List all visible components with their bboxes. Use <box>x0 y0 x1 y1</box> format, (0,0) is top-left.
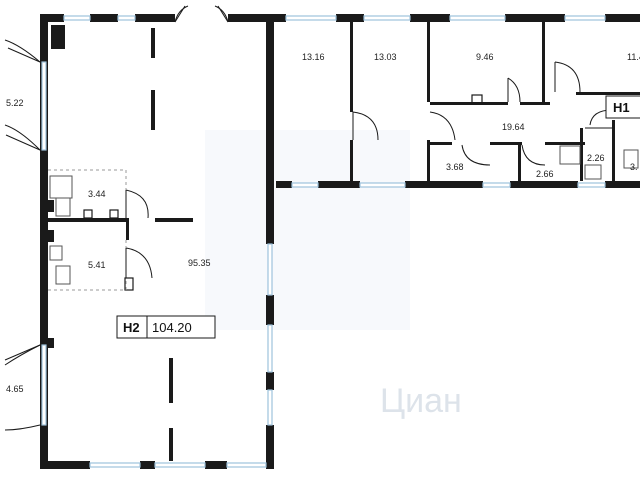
unit-h2-label: H2 <box>123 320 140 335</box>
unit-h1-label: H1 <box>613 100 630 115</box>
area-wc-b: 2.26 <box>587 153 605 163</box>
unit-h1-walls <box>276 14 640 188</box>
unit-h1-windows <box>285 15 606 188</box>
unit-h1-doors <box>352 61 613 166</box>
watermark: Циан <box>205 130 462 420</box>
unit-h2-doors <box>4 5 229 431</box>
area-wc-a: 2.66 <box>536 169 554 179</box>
area-office-3: 9.46 <box>476 52 494 62</box>
area-wc-c: 3. <box>630 162 638 172</box>
area-corridor: 19.64 <box>502 122 525 132</box>
unit-h1-tag: H1 <box>605 95 640 119</box>
area-office-4: 11.4 <box>627 52 640 62</box>
watermark-text: Циан <box>380 382 462 420</box>
unit-h2-walls <box>40 14 276 469</box>
area-office-2: 13.03 <box>374 52 397 62</box>
unit-h2-windows <box>41 15 273 468</box>
bathroom-outlines <box>48 169 127 291</box>
sanitary-fixtures-h2 <box>49 175 73 285</box>
area-bath-upper: 3.44 <box>88 189 106 199</box>
unit-h2-tag: H2 104.20 <box>116 315 216 339</box>
unit-h2-total: 104.20 <box>152 320 192 335</box>
area-balcony-upper: 5.22 <box>6 98 24 108</box>
area-main-hall: 95.35 <box>188 258 211 268</box>
area-balcony-lower: 4.65 <box>6 384 24 394</box>
area-office-1: 13.16 <box>302 52 325 62</box>
area-bath-lower: 5.41 <box>88 260 106 270</box>
area-labels: 5.22 4.65 3.44 5.41 95.35 13.16 13.03 9.… <box>6 52 640 394</box>
sanitary-fixtures-h1 <box>559 145 639 180</box>
area-storage: 3.68 <box>446 162 464 172</box>
